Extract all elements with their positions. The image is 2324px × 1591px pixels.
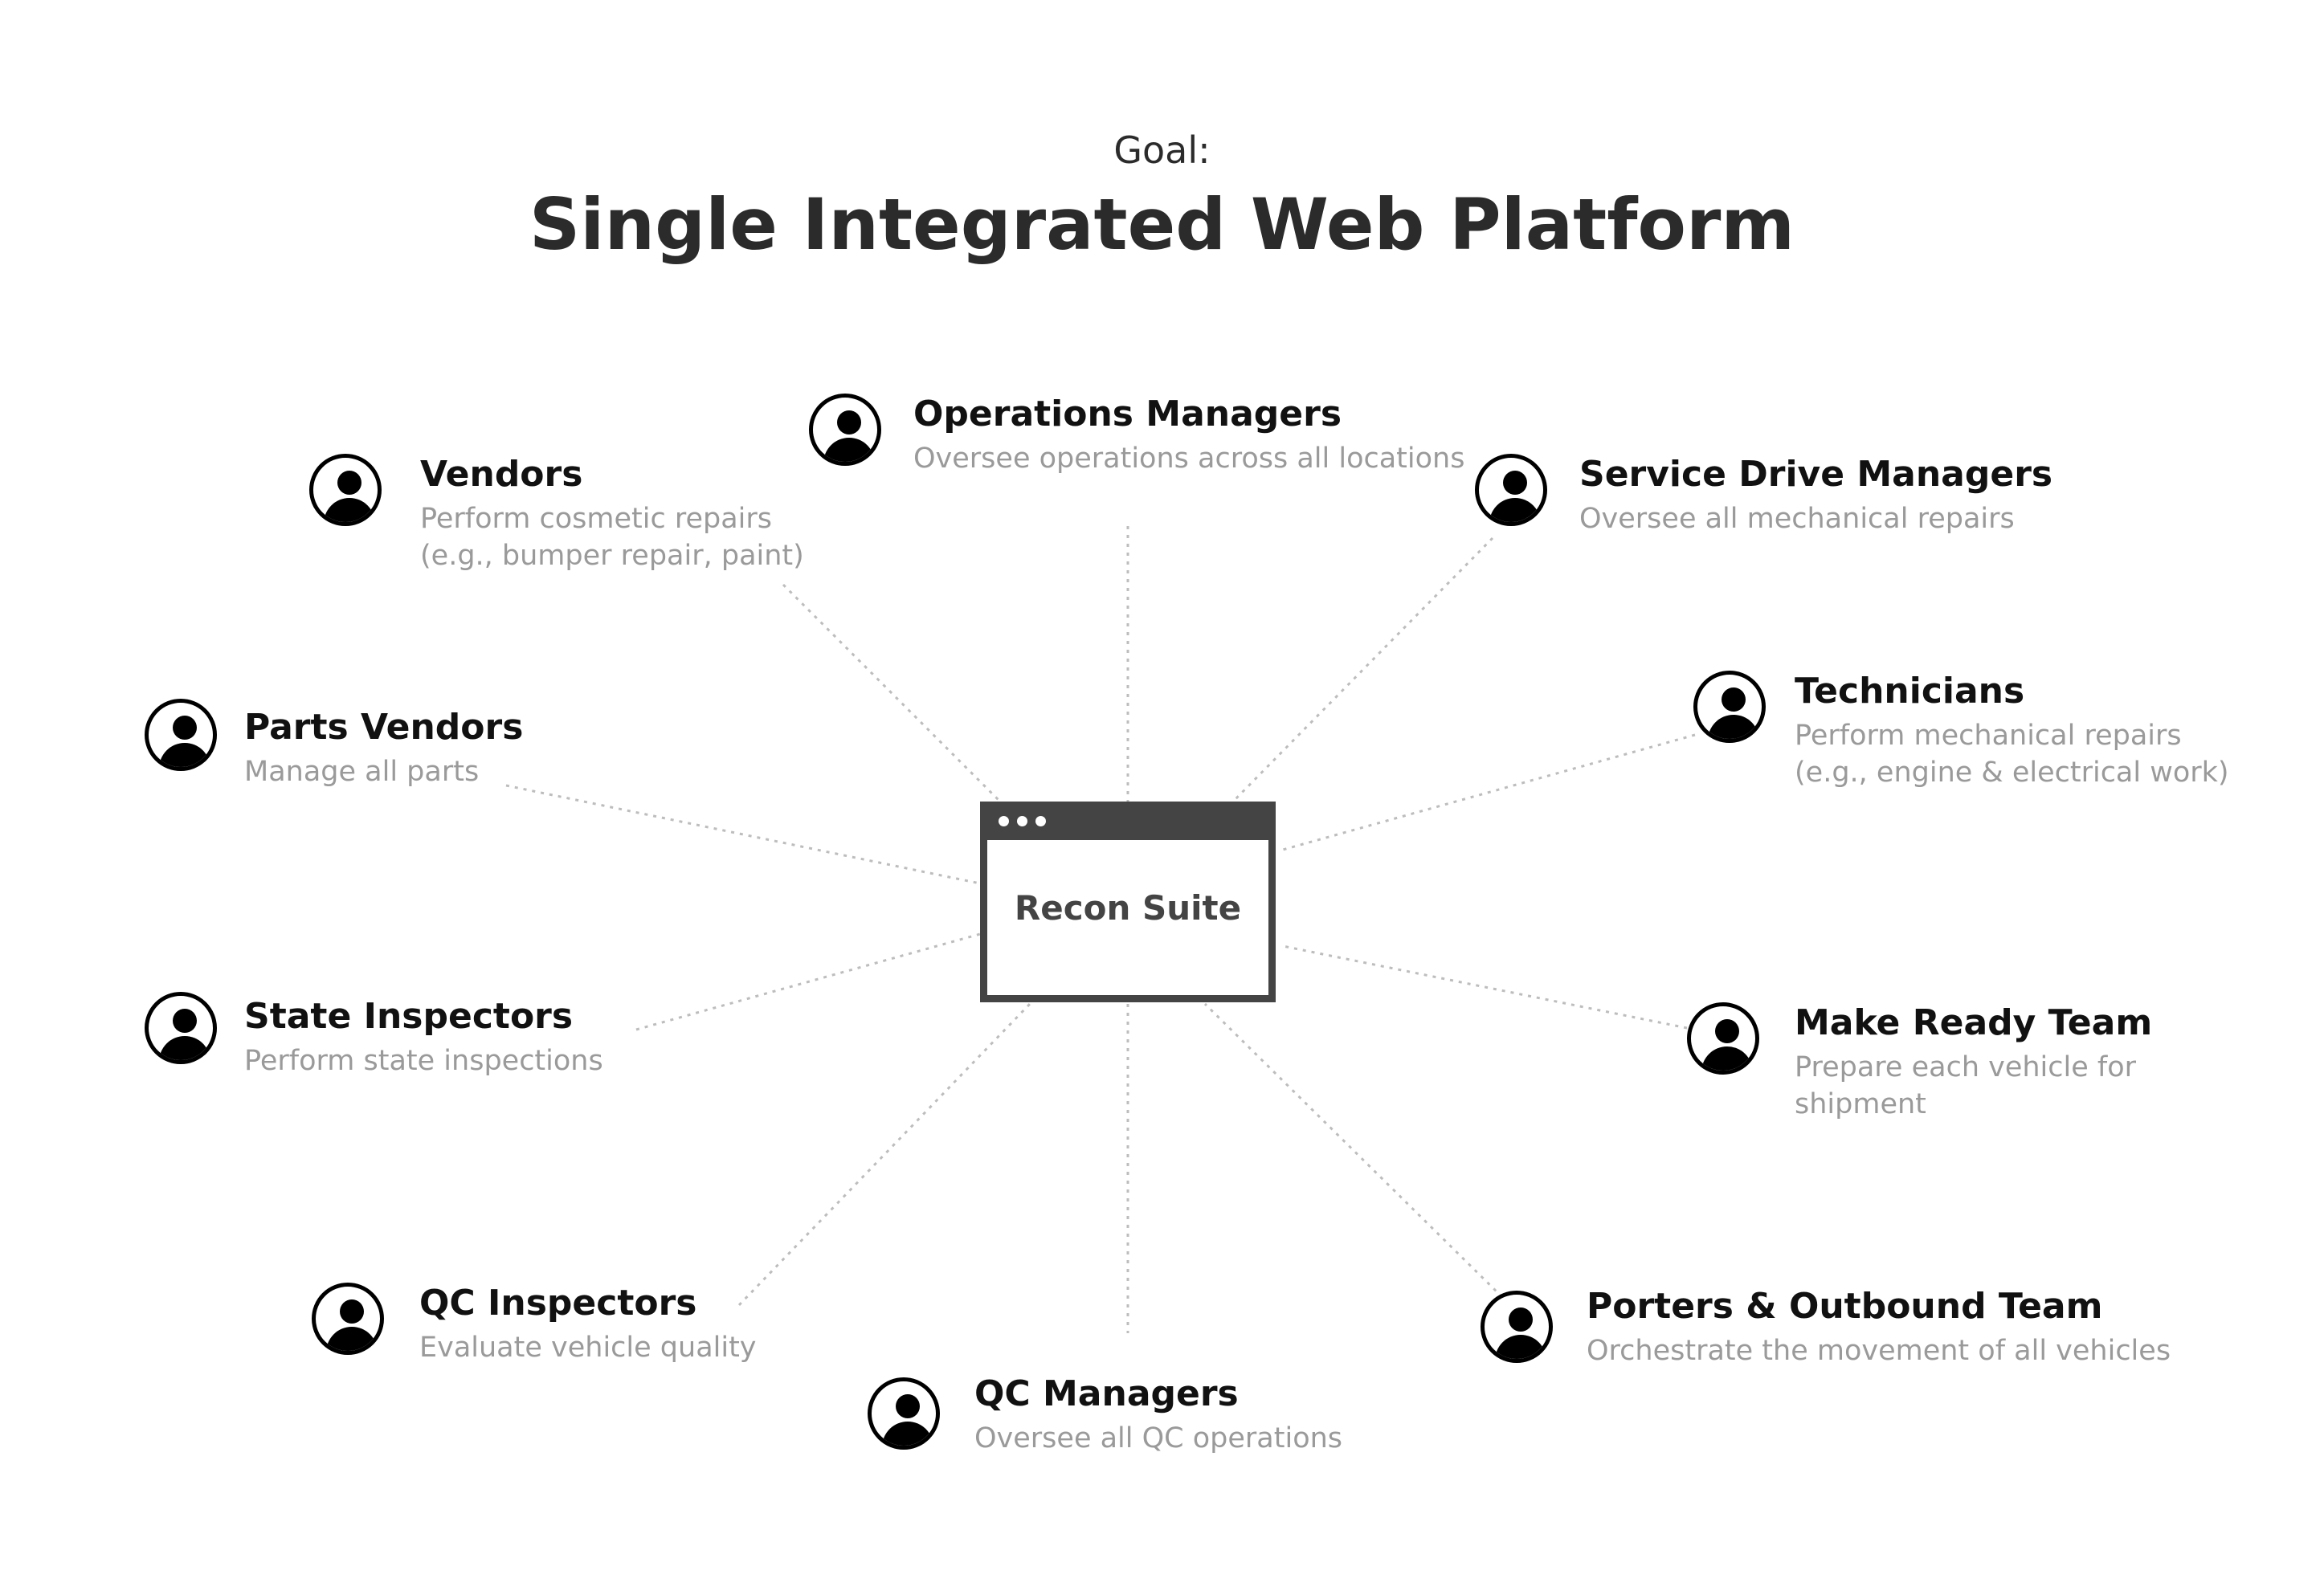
role-desc: (e.g., engine & electrical work) — [1795, 757, 2229, 789]
connector-vendors — [782, 583, 1002, 803]
connector-parts-vendors — [505, 784, 981, 885]
role-name: QC Inspectors — [419, 1283, 697, 1324]
user-avatar-icon — [145, 699, 217, 771]
role-desc: Oversee operations across all locations — [913, 443, 1465, 475]
role-name: Make Ready Team — [1795, 1002, 2153, 1043]
connector-make-ready-team — [1282, 944, 1688, 1030]
role-desc: Manage all parts — [244, 756, 480, 788]
role-name: Porters & Outbound Team — [1587, 1286, 2103, 1327]
role-name: Operations Managers — [913, 394, 1342, 434]
user-avatar-icon — [1693, 671, 1766, 743]
role-desc: Orchestrate the movement of all vehicles — [1587, 1335, 2171, 1367]
connector-technicians — [1282, 733, 1696, 851]
window-dot-icon — [1035, 816, 1046, 826]
role-name: Parts Vendors — [244, 707, 524, 748]
user-avatar-icon — [1481, 1291, 1553, 1363]
role-desc: Perform cosmetic repairs — [420, 503, 773, 535]
role-desc: Perform mechanical repairs — [1795, 720, 2182, 752]
connector-service-drive-managers — [1231, 536, 1494, 803]
goal-label: Goal: — [1113, 129, 1211, 172]
role-name: State Inspectors — [244, 996, 574, 1037]
user-avatar-icon — [312, 1283, 384, 1355]
recon-suite-window: Recon Suite — [980, 802, 1276, 1002]
user-avatar-icon — [309, 454, 382, 526]
window-dot-icon — [999, 816, 1009, 826]
role-desc: Perform state inspections — [244, 1045, 603, 1077]
user-avatar-icon — [1687, 1002, 1759, 1075]
role-name: QC Managers — [974, 1373, 1239, 1414]
user-avatar-icon — [868, 1377, 940, 1450]
user-avatar-icon — [1475, 454, 1547, 526]
user-avatar-icon — [145, 992, 217, 1064]
connector-porters-outbound-team — [1203, 1002, 1504, 1299]
connector-qc-inspectors — [737, 1002, 1031, 1307]
role-desc: (e.g., bumper repair, paint) — [420, 540, 804, 572]
role-name: Service Drive Managers — [1579, 454, 2053, 495]
role-desc: Prepare each vehicle for — [1795, 1051, 2137, 1083]
role-desc: Oversee all mechanical repairs — [1579, 503, 2015, 535]
connector-state-inspectors — [635, 932, 981, 1031]
recon-suite-label: Recon Suite — [1014, 888, 1242, 928]
role-name: Vendors — [420, 454, 583, 495]
window-dot-icon — [1017, 816, 1027, 826]
role-name: Technicians — [1795, 671, 2025, 712]
page-title: Single Integrated Web Platform — [529, 183, 1795, 266]
role-desc: Evaluate vehicle quality — [419, 1332, 757, 1364]
window-title-bar — [980, 802, 1276, 840]
user-avatar-icon — [809, 394, 881, 466]
role-desc: shipment — [1795, 1088, 1926, 1120]
role-desc: Oversee all QC operations — [974, 1422, 1343, 1454]
